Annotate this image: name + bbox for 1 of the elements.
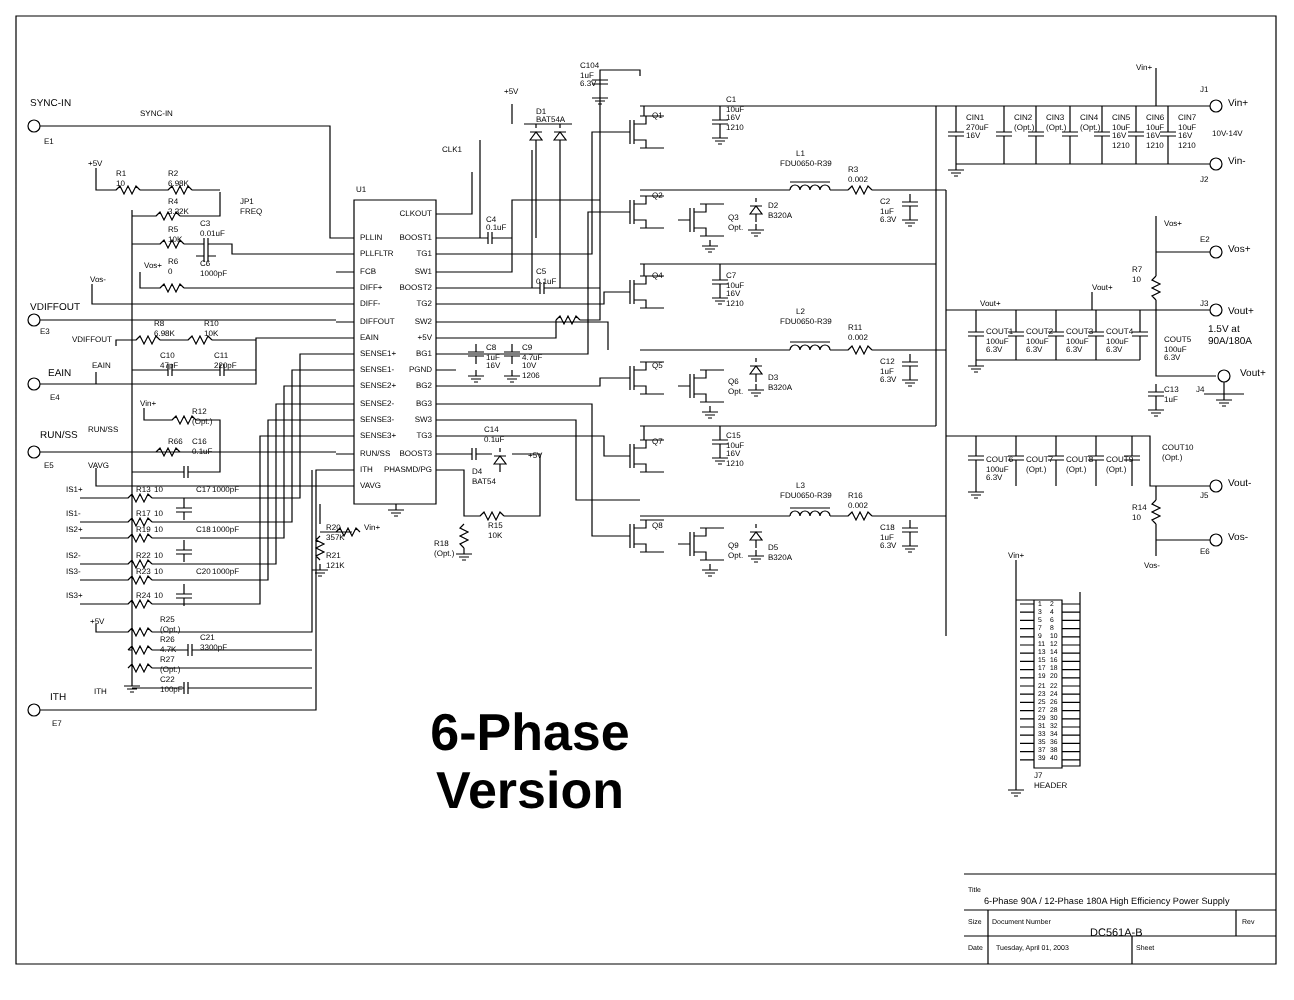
diagram-heading: 6-Phase Version — [428, 704, 632, 819]
